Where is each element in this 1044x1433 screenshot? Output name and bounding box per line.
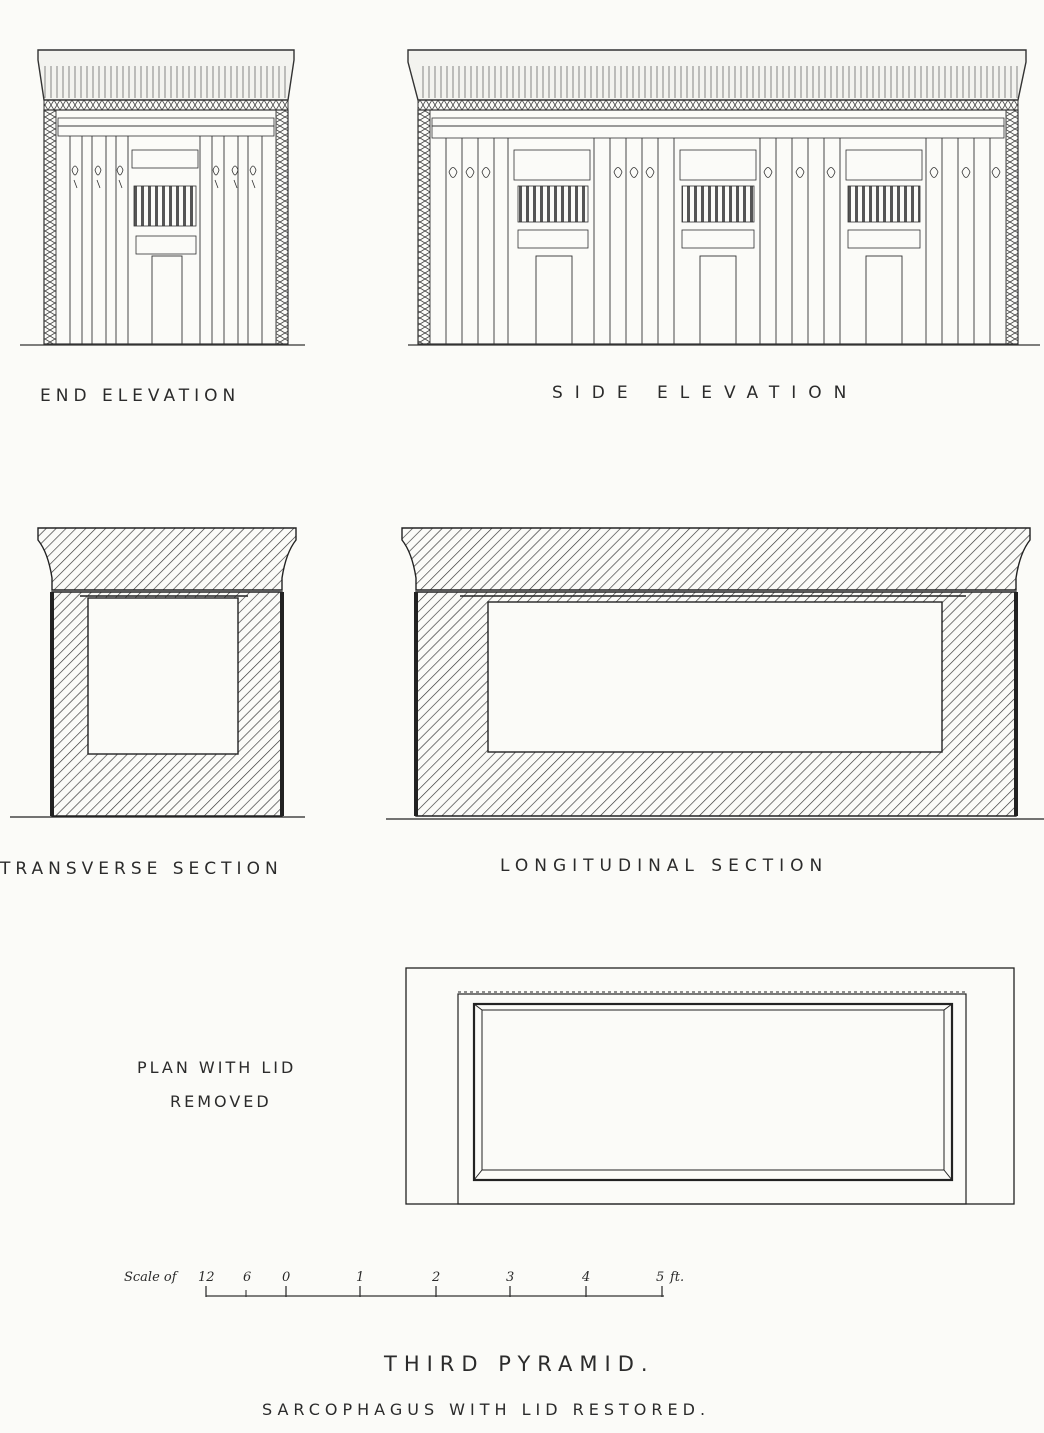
scale-label: Scale of <box>124 1270 177 1285</box>
scale-bar <box>205 1286 664 1297</box>
scale-mark: 6 <box>243 1270 252 1285</box>
plate-title: THIRD PYRAMID. <box>384 1352 655 1376</box>
side-elevation-drawing <box>407 49 1040 346</box>
plate-subtitle: SARCOPHAGUS WITH LID RESTORED. <box>262 1400 711 1419</box>
longitudinal-section-drawing <box>386 527 1044 820</box>
scale-mark: 5 <box>656 1270 665 1285</box>
scale-mark: 12 <box>198 1270 215 1285</box>
plan-drawing <box>405 967 1015 1205</box>
side-elevation-caption: SIDE ELEVATION <box>552 383 859 403</box>
scale-mark: 2 <box>432 1270 441 1285</box>
transverse-section-drawing <box>10 527 305 818</box>
end-elevation-caption: END ELEVATION <box>40 386 241 406</box>
scale-mark: 0 <box>282 1270 291 1285</box>
scale-mark: 4 <box>582 1270 591 1285</box>
scale-unit: ft. <box>670 1270 685 1285</box>
longitudinal-section-caption: LONGITUDINAL SECTION <box>500 856 829 876</box>
scale-mark: 1 <box>356 1270 365 1285</box>
scale-mark: 3 <box>506 1270 515 1285</box>
end-elevation-drawing <box>20 49 305 346</box>
plan-caption-line1: PLAN WITH LID <box>137 1058 297 1077</box>
transverse-section-caption: TRANSVERSE SECTION <box>0 859 283 879</box>
plan-caption-line2: REMOVED <box>170 1092 272 1111</box>
